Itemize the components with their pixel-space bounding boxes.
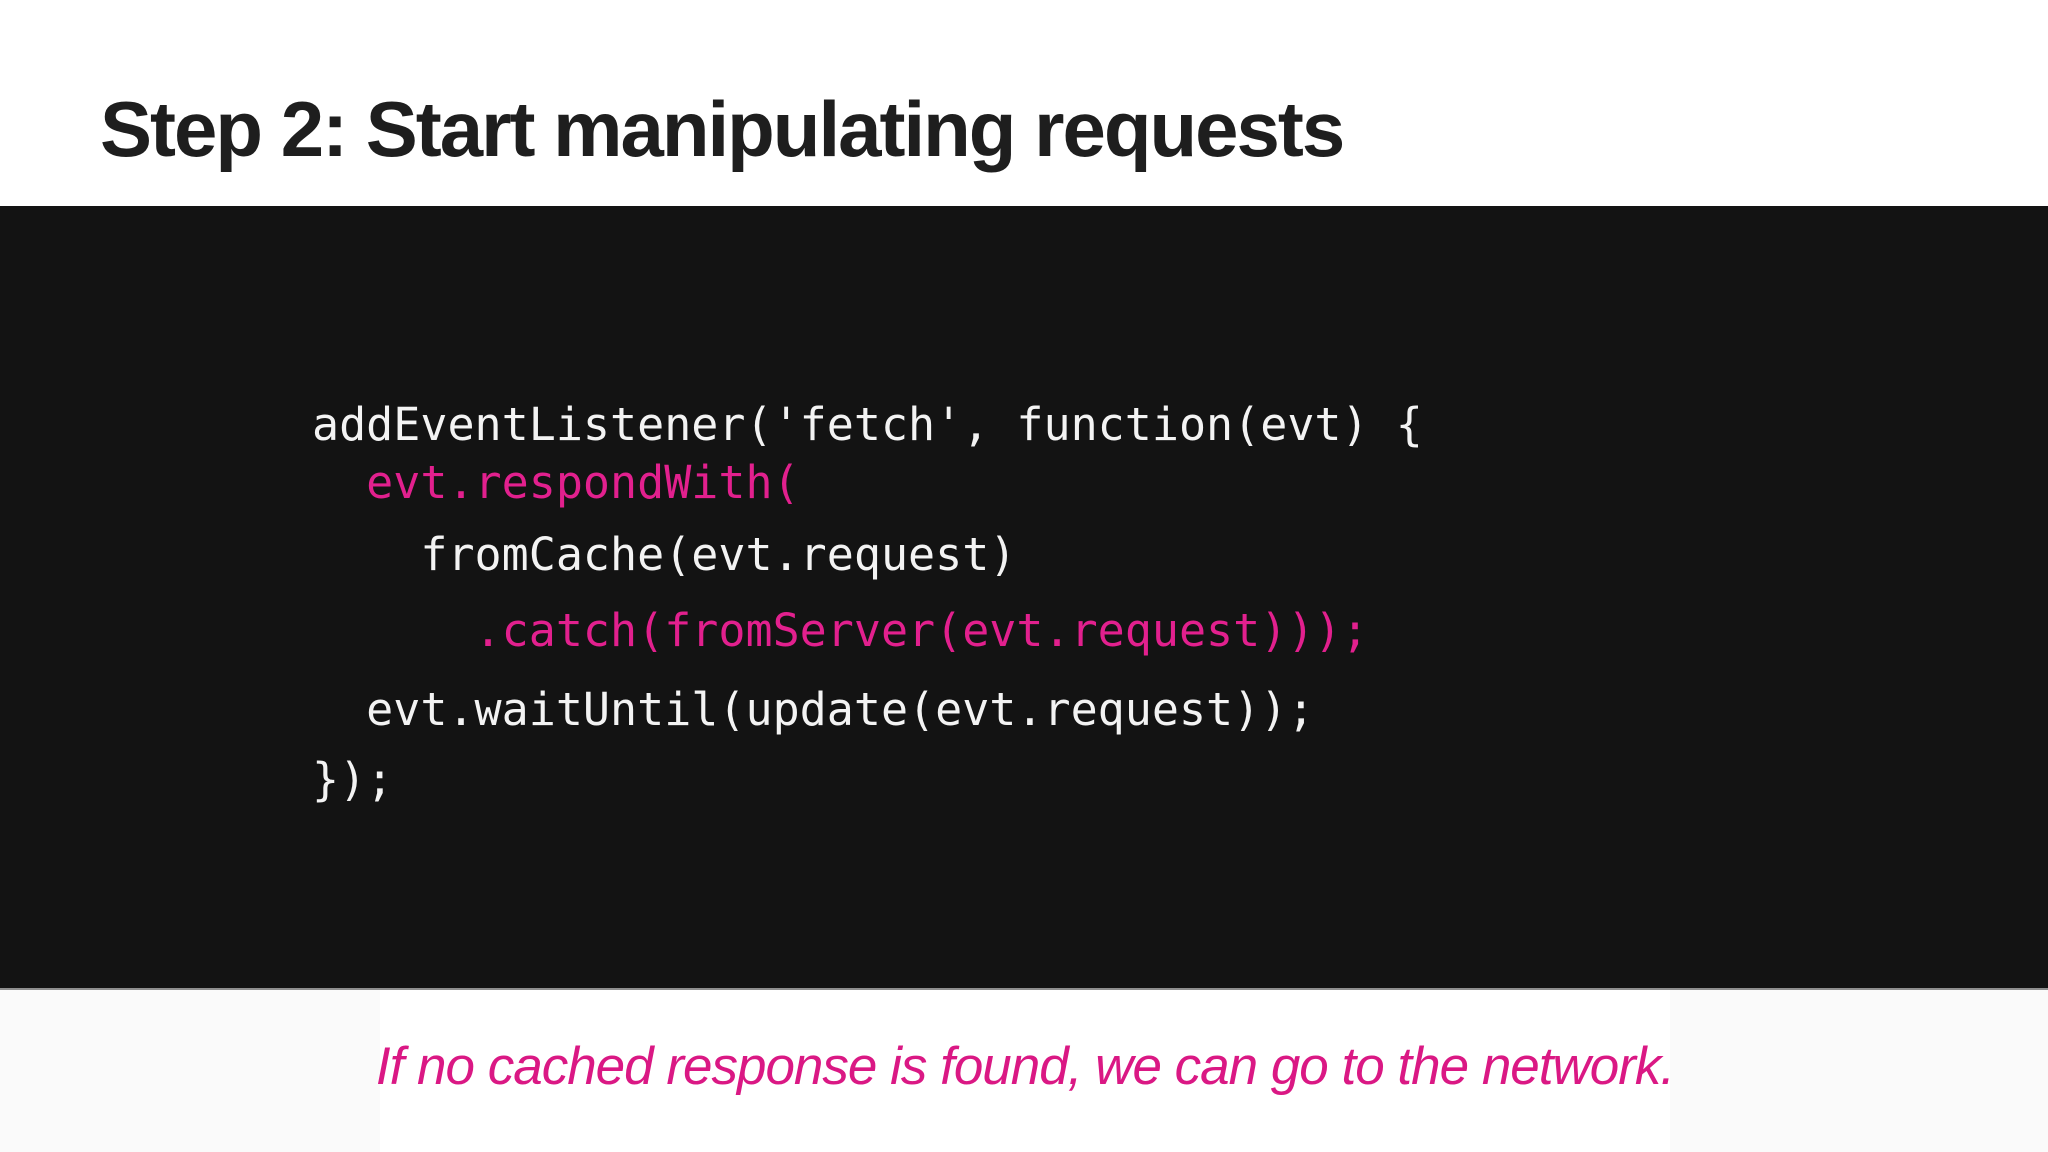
caption-box: If no cached response is found, we can g… — [376, 990, 1675, 1152]
slide-header: Step 2: Start manipulating requests — [0, 0, 2048, 206]
code-line: fromCache(evt.request) — [312, 528, 1017, 581]
code-line: }); — [312, 753, 394, 806]
code-line: addEventListener('fetch', function(evt) … — [312, 398, 1423, 451]
slide-title: Step 2: Start manipulating requests — [100, 85, 1345, 173]
caption-text: If no cached response is found, we can g… — [375, 1036, 1675, 1096]
code-line: .catch(fromServer(evt.request))); — [312, 604, 1369, 657]
code-line: evt.waitUntil(update(evt.request)); — [312, 683, 1315, 736]
caption-bar: If no cached response is found, we can g… — [0, 990, 2048, 1152]
code-panel: addEventListener('fetch', function(evt) … — [0, 206, 2048, 990]
code-line: evt.respondWith( — [312, 456, 800, 509]
